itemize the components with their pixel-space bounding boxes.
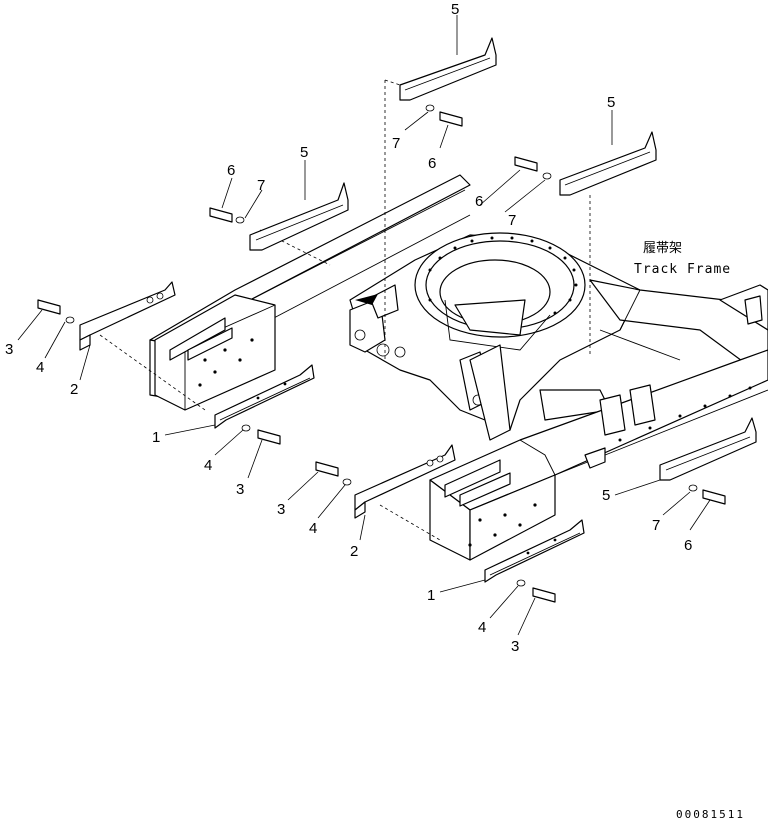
callout-3: 3 bbox=[277, 501, 285, 518]
callout-3: 3 bbox=[5, 341, 13, 358]
callout-5: 5 bbox=[451, 1, 459, 18]
callout-4: 4 bbox=[478, 619, 486, 636]
callout-2: 2 bbox=[70, 381, 78, 398]
callout-7: 7 bbox=[508, 212, 516, 229]
document-id: 00081511 bbox=[676, 808, 745, 821]
lower-plate-right bbox=[484, 519, 585, 583]
callout-1: 1 bbox=[427, 587, 435, 604]
wear-plate-upper-right bbox=[559, 131, 657, 196]
callout-6: 6 bbox=[475, 193, 483, 210]
callout-5: 5 bbox=[607, 94, 615, 111]
wear-plate-lower-right bbox=[659, 417, 757, 481]
callout-4: 4 bbox=[36, 359, 44, 376]
lower-plate-left bbox=[214, 364, 315, 429]
callout-5: 5 bbox=[602, 487, 610, 504]
callout-3: 3 bbox=[511, 638, 519, 655]
guide-plate-left bbox=[79, 281, 176, 351]
callout-labels: 5 7 6 5 6 7 5 6 7 3 4 2 1 4 3 3 4 2 5 7 … bbox=[5, 1, 692, 655]
title-japanese: 履帯架 bbox=[643, 241, 682, 256]
callout-7: 7 bbox=[652, 517, 660, 534]
swing-circle-bolts bbox=[428, 236, 578, 315]
title-english: Track Frame bbox=[634, 262, 731, 277]
bolts-and-washers bbox=[37, 104, 726, 603]
callout-4: 4 bbox=[309, 520, 317, 537]
track-frame-body bbox=[149, 174, 768, 561]
callout-4: 4 bbox=[204, 457, 212, 474]
callout-5: 5 bbox=[300, 144, 308, 161]
leader-lines bbox=[17, 15, 711, 636]
wear-plate-upper-left bbox=[249, 182, 349, 251]
callout-6: 6 bbox=[428, 155, 436, 172]
callout-7: 7 bbox=[392, 135, 400, 152]
callout-6: 6 bbox=[227, 162, 235, 179]
guide-plate-right bbox=[354, 444, 456, 519]
callout-3: 3 bbox=[236, 481, 244, 498]
callout-1: 1 bbox=[152, 429, 160, 446]
callout-6: 6 bbox=[684, 537, 692, 554]
wear-plate-top bbox=[399, 37, 497, 101]
callout-7: 7 bbox=[257, 177, 265, 194]
callout-2: 2 bbox=[350, 543, 358, 560]
